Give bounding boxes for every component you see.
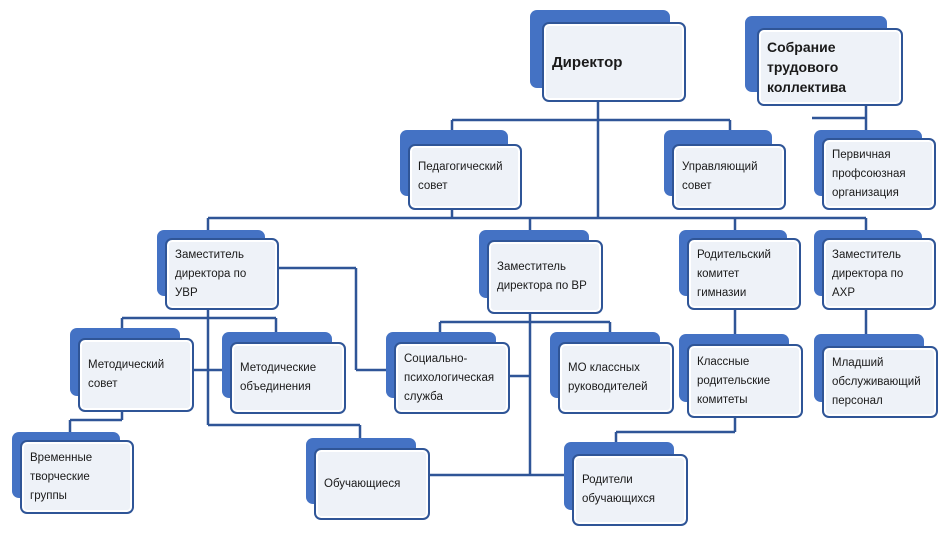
gov-council-box: Управляющий совет	[664, 130, 786, 210]
assembly-label: Собрание трудового коллектива	[767, 39, 847, 95]
parents-box: Родители обучающихся	[564, 442, 688, 526]
gov-council-label: Управляющий совет	[682, 161, 758, 192]
parent-committee-label: Родительский комитет гимназии	[697, 248, 771, 299]
social-service-box: Социально- психологическая служба	[386, 332, 510, 414]
creative-groups-label: Временные творческие группы	[30, 451, 93, 502]
mo-class-box: МО классных руководителей	[550, 332, 674, 414]
parents-label: Родители обучающихся	[582, 474, 655, 505]
assembly-box: Собрание трудового коллектива	[745, 16, 903, 106]
director-label: Директор	[552, 53, 623, 71]
mo-class-label: МО классных руководителей	[568, 362, 648, 393]
director-box: Директор	[530, 10, 686, 102]
method-unions-label: Методические объединения	[240, 362, 317, 393]
ped-council-box: Педагогический совет	[400, 130, 522, 210]
deputy-uvr-label: Заместитель директора по УВР	[175, 248, 247, 299]
creative-groups-box: Временные творческие группы	[12, 432, 134, 514]
ped-council-label: Педагогический совет	[418, 161, 503, 192]
method-council-label: Методический совет	[88, 359, 165, 390]
class-committees-box: Классные родительские комитеты	[679, 334, 803, 418]
deputy-vr-label: Заместитель директора по ВР	[497, 261, 587, 292]
deputy-ahr-label: Заместитель директора по АХР	[832, 248, 904, 299]
union-label: Первичная профсоюзная организация	[832, 148, 906, 199]
students-box: Обучающиеся	[306, 438, 430, 520]
deputy-ahr-box: Заместитель директора по АХР	[814, 230, 936, 310]
social-service-label: Социально- психологическая служба	[404, 352, 495, 403]
deputy-vr-box: Заместитель директора по ВР	[479, 230, 603, 314]
method-unions-box: Методические объединения	[222, 332, 346, 414]
parent-committee-box: Родительский комитет гимназии	[679, 230, 801, 310]
junior-staff-label: Младший обслуживающий персонал	[832, 356, 921, 407]
students-label: Обучающиеся	[324, 477, 401, 490]
union-box: Первичная профсоюзная организация	[814, 130, 936, 210]
junior-staff-box: Младший обслуживающий персонал	[814, 334, 938, 418]
deputy-uvr-box: Заместитель директора по УВР	[157, 230, 279, 310]
method-council-box: Методический совет	[70, 328, 194, 412]
class-committees-label: Классные родительские комитеты	[697, 355, 771, 406]
